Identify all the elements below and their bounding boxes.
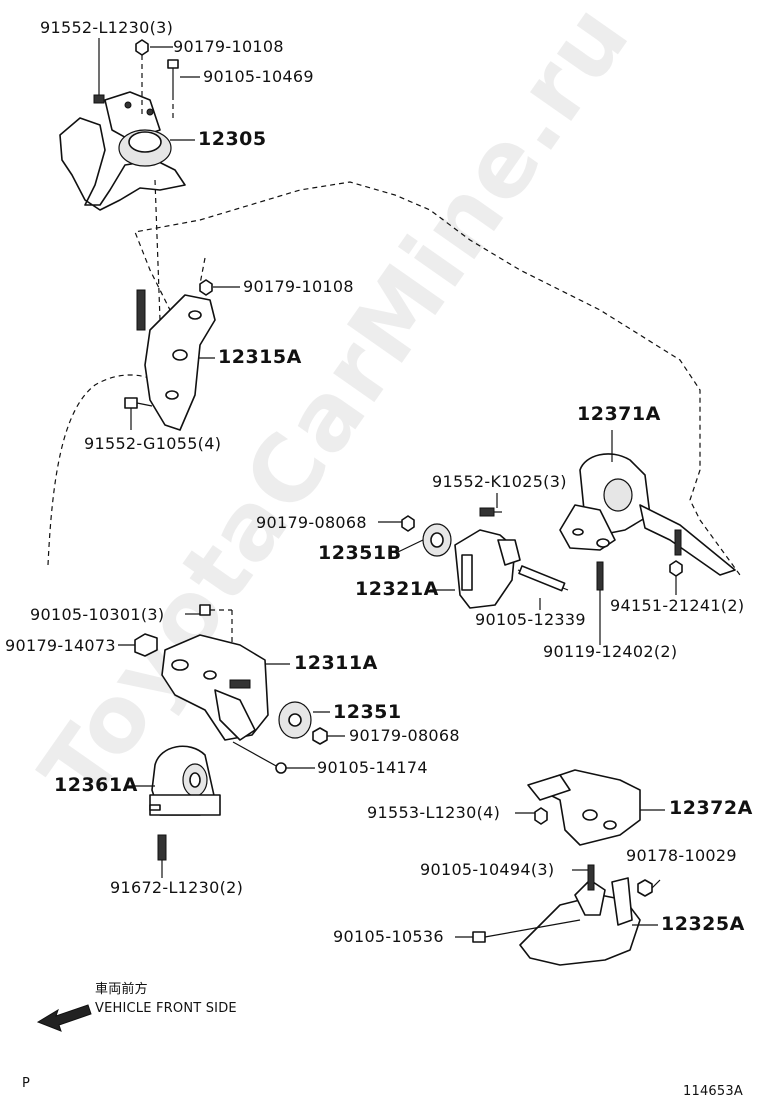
label-91553-L1230: 91553-L1230(4) <box>367 803 501 822</box>
front-arrow-icon <box>36 1004 92 1032</box>
label-90179-10108-mid: 90179-10108 <box>243 277 354 296</box>
label-12371A: 12371A <box>577 403 661 425</box>
bracket-12372A-drawing <box>527 769 641 846</box>
front-side-label-jp: 車両前方 <box>95 982 148 997</box>
label-12321A: 12321A <box>355 578 439 600</box>
label-91552-L1230: 91552-L1230(3) <box>40 18 174 37</box>
bolts-top <box>93 39 179 118</box>
label-12361A: 12361A <box>54 774 138 796</box>
bracket-12315A-drawing <box>124 257 216 431</box>
label-12315A: 12315A <box>218 346 302 368</box>
label-90105-10469: 90105-10469 <box>203 67 314 86</box>
label-90179-08068-lower: 90179-08068 <box>349 726 460 745</box>
label-12311A: 12311A <box>294 652 378 674</box>
label-90179-14073: 90179-14073 <box>5 636 116 655</box>
bracket-12321A-drawing <box>401 507 604 609</box>
mount-12361A-drawing <box>149 745 221 861</box>
label-90178-10029: 90178-10029 <box>626 846 737 865</box>
label-12305: 12305 <box>198 128 267 150</box>
label-91552-K1025: 91552-K1025(3) <box>432 472 567 491</box>
label-90105-10494: 90105-10494(3) <box>420 860 555 879</box>
label-94151-21241: 94151-21241(2) <box>610 596 745 615</box>
dash-12305-12315A <box>154 179 161 321</box>
label-90179-10108-top: 90179-10108 <box>173 37 284 56</box>
leader-lines <box>98 38 677 938</box>
label-12325A: 12325A <box>661 913 745 935</box>
figure-id: 114653A <box>683 1084 743 1099</box>
label-12372A: 12372A <box>669 797 753 819</box>
label-12351: 12351 <box>333 701 402 723</box>
label-90105-14174: 90105-14174 <box>317 758 428 777</box>
mount-12371A-drawing <box>559 453 736 577</box>
bracket-12325A-drawing <box>472 864 653 966</box>
engine-outline <box>47 181 741 576</box>
label-90105-12339: 90105-12339 <box>475 610 586 629</box>
corner-marker: P <box>22 1076 31 1091</box>
label-12351B: 12351B <box>318 542 402 564</box>
front-side-label-en: VEHICLE FRONT SIDE <box>95 1001 237 1016</box>
label-91672-L1230: 91672-L1230(2) <box>110 878 244 897</box>
label-91552-G1055: 91552-G1055(4) <box>84 434 222 453</box>
mount-12305-drawing <box>59 91 186 211</box>
label-90105-10536: 90105-10536 <box>333 927 444 946</box>
label-90105-10301: 90105-10301(3) <box>30 605 165 624</box>
mount-12311A-drawing <box>134 604 328 774</box>
label-90179-08068-upper: 90179-08068 <box>256 513 367 532</box>
label-90119-12402: 90119-12402(2) <box>543 642 678 661</box>
